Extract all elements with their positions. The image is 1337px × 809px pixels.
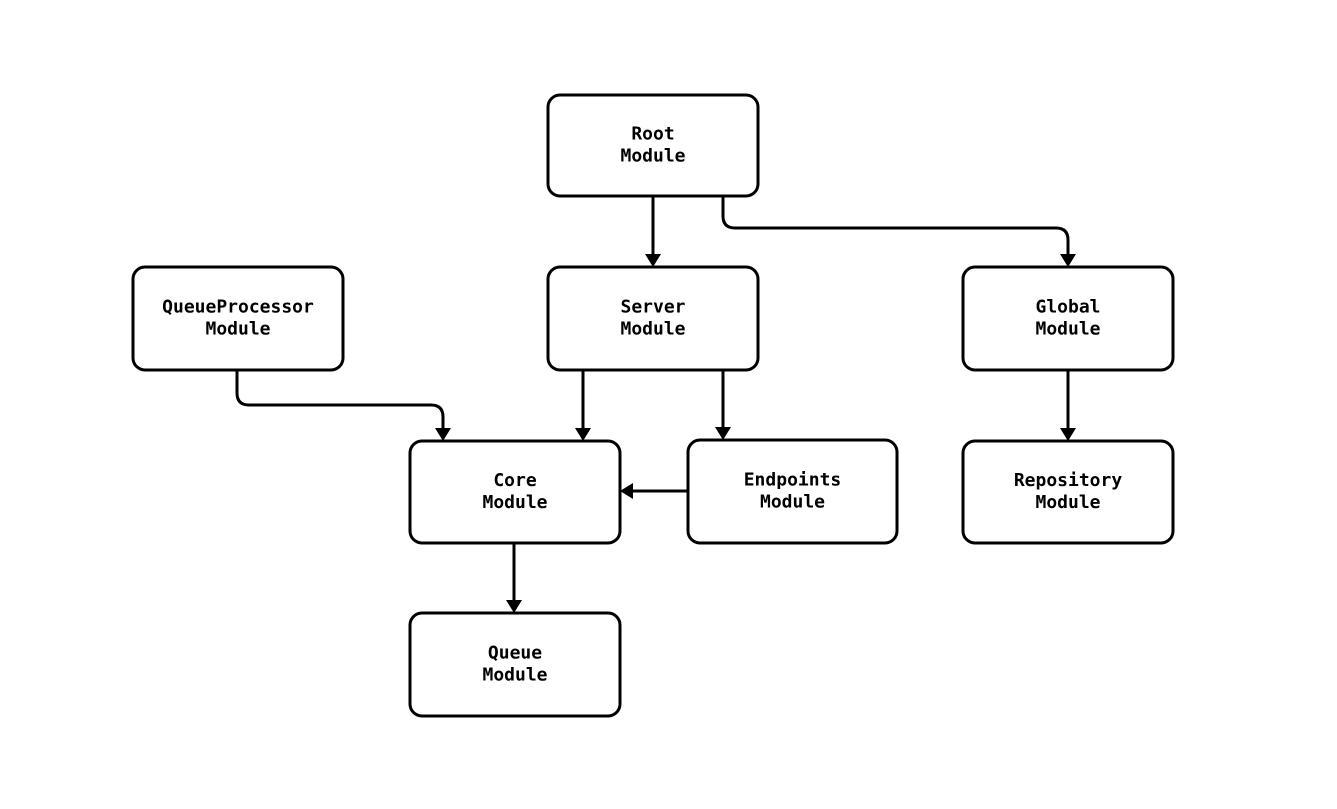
edge-server-to-core	[575, 370, 591, 441]
node-box[interactable]	[546, 93, 760, 198]
node-label-line2: Module	[482, 665, 547, 686]
node-label-line1: Root	[631, 124, 674, 145]
node-label-line2: Module	[205, 319, 270, 340]
edge-root-to-server	[645, 196, 661, 267]
node-label-line1: Core	[493, 470, 537, 491]
arrowhead-icon	[1060, 254, 1076, 267]
node-box[interactable]	[961, 439, 1175, 545]
arrowhead-icon	[645, 254, 661, 267]
arrowhead-icon	[435, 428, 451, 441]
node-label-line2: Module	[760, 492, 825, 513]
arrowhead-icon	[715, 427, 731, 440]
arrowhead-icon	[620, 483, 633, 499]
edge-server-to-endpoints	[715, 370, 731, 440]
arrowhead-icon	[506, 600, 522, 613]
arrowhead-icon	[575, 428, 591, 441]
node-box[interactable]	[546, 265, 760, 372]
node-label-line2: Module	[620, 319, 685, 340]
node-label-line2: Module	[1035, 492, 1100, 513]
node-label-line1: Repository	[1014, 470, 1123, 491]
edge-endpoints-to-core	[620, 483, 688, 499]
edge-line	[235, 370, 445, 428]
node-label-line2: Module	[620, 146, 685, 167]
edge-global-to-repository	[1060, 370, 1076, 441]
node-box[interactable]	[961, 265, 1175, 372]
node-label-line1: Queue	[488, 643, 542, 664]
edge-core-to-queue	[506, 543, 522, 613]
edge-root-to-global	[721, 196, 1076, 267]
node-label-line2: Module	[1035, 319, 1100, 340]
edges-layer	[235, 196, 1076, 613]
node-label-line1: Endpoints	[744, 470, 842, 491]
node-label-line2: Module	[482, 492, 547, 513]
node-label-line1: Global	[1035, 297, 1100, 318]
nodes-layer: RootModuleQueueProcessorModuleServerModu…	[131, 93, 1175, 718]
edge-queueprocessor-to-core	[235, 370, 451, 441]
node-box[interactable]	[408, 439, 622, 545]
node-box[interactable]	[408, 611, 622, 718]
node-box[interactable]	[131, 265, 345, 372]
node-label-line1: QueueProcessor	[162, 297, 314, 318]
arrowhead-icon	[1060, 428, 1076, 441]
edge-line	[721, 196, 1070, 254]
node-box[interactable]	[686, 438, 899, 545]
node-label-line1: Server	[620, 297, 685, 318]
